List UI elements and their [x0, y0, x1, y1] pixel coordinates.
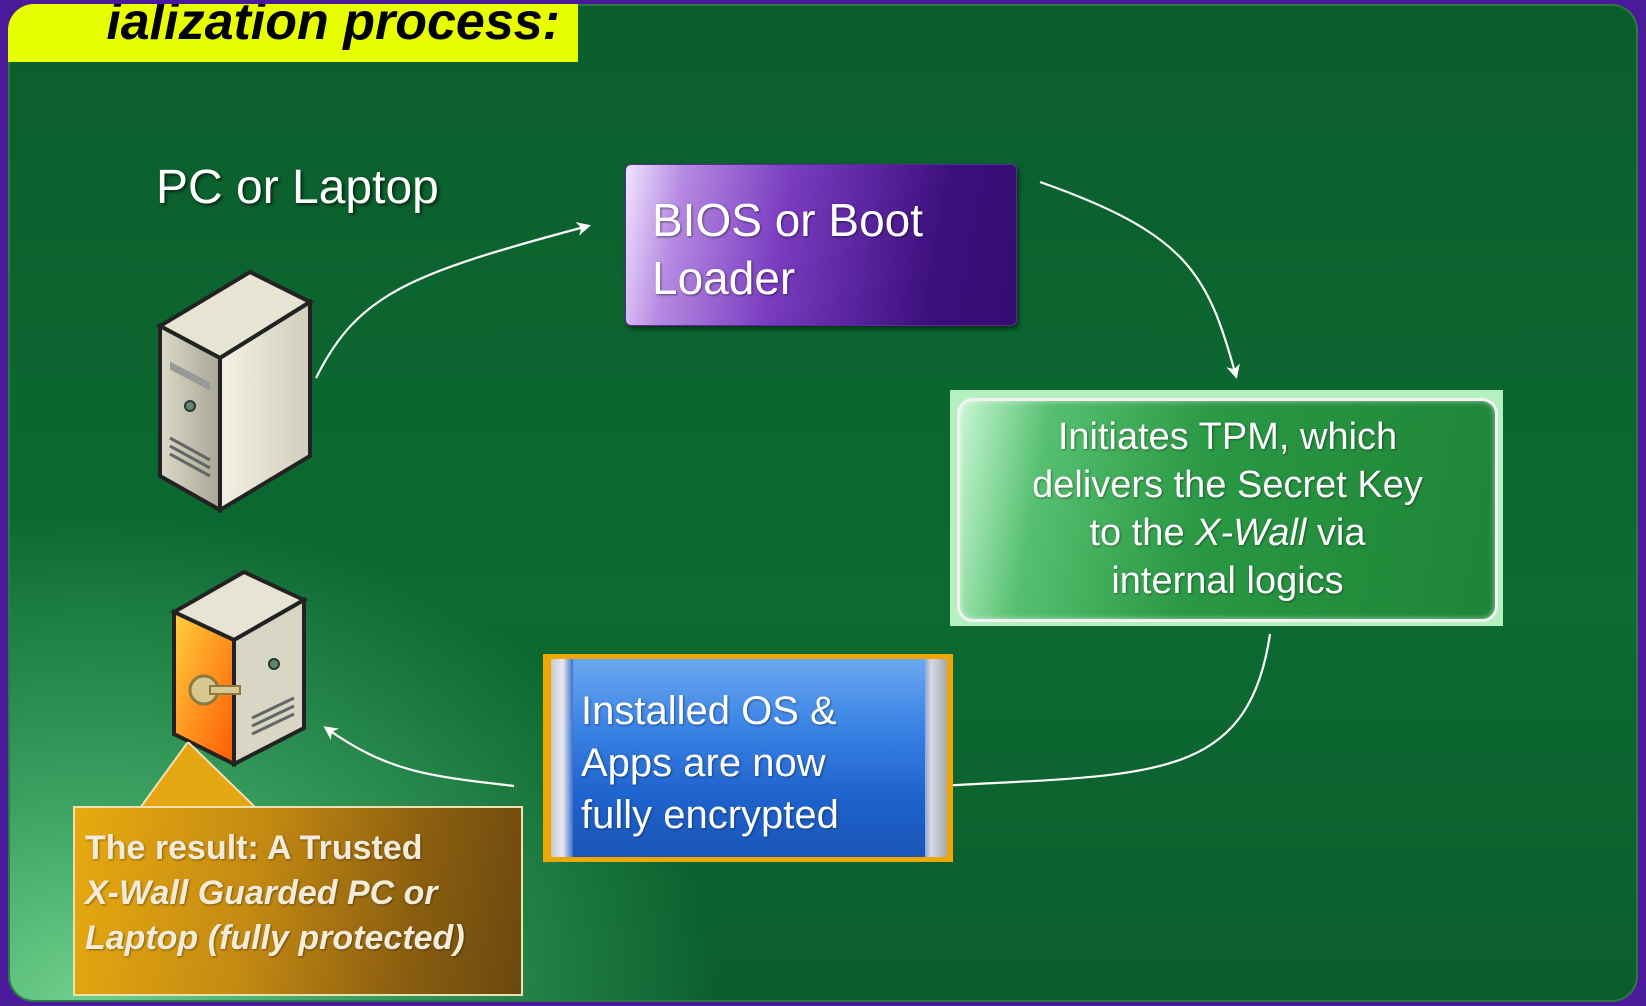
slide-canvas: ialization process: PC or Laptop	[8, 4, 1638, 1002]
result-callout-pointer	[138, 742, 258, 809]
tpm-line-3-post: via	[1306, 512, 1366, 554]
tpm-line-3: to the X-Wall via	[960, 509, 1495, 557]
bios-line-1: BIOS or Boot	[652, 194, 924, 246]
slide-title: ialization process:	[106, 4, 560, 51]
result-line-1: The result: A Trusted	[85, 829, 423, 867]
os-line-2: Apps are now	[581, 741, 826, 785]
tpm-line-3-pre: to the	[1089, 512, 1196, 554]
tpm-line-1: Initiates TPM, which	[1057, 416, 1398, 458]
encrypted-computer-key-icon	[169, 569, 309, 768]
tpm-text: Initiates TPM, which delivers the Secret…	[960, 413, 1495, 605]
arrow-os-to-result	[323, 726, 515, 788]
arrow-pc-to-bios	[315, 222, 591, 379]
os-box: Installed OS & Apps are now fully encryp…	[551, 659, 947, 857]
result-line-3: Laptop (fully protected)	[85, 919, 465, 957]
tpm-line-3-xwall: X-Wall	[1195, 512, 1307, 554]
tpm-box: Initiates TPM, which delivers the Secret…	[957, 398, 1498, 622]
pc-label: PC or Laptop	[156, 161, 439, 214]
result-callout: The result: A Trusted X-Wall Guarded PC …	[73, 806, 523, 996]
os-line-1: Installed OS &	[581, 689, 837, 733]
tpm-box-frame: Initiates TPM, which delivers the Secret…	[950, 390, 1503, 626]
flow-arrows	[315, 180, 1272, 793]
tpm-line-4: internal logics	[1111, 560, 1344, 602]
result-text: The result: A Trusted X-Wall Guarded PC …	[85, 826, 515, 961]
os-box-frame: Installed OS & Apps are now fully encryp…	[543, 654, 953, 862]
os-line-3: fully encrypted	[581, 793, 839, 837]
os-box-panel	[573, 659, 925, 857]
bios-text: BIOS or Boot Loader	[652, 191, 1002, 307]
os-text: Installed OS & Apps are now fully encryp…	[581, 685, 921, 841]
bios-boot-loader-box: BIOS or Boot Loader	[625, 164, 1017, 326]
tpm-line-2: delivers the Secret Key	[1032, 464, 1423, 506]
computer-tower-icon	[156, 269, 315, 514]
arrow-tpm-to-os	[935, 633, 1272, 793]
title-banner: ialization process:	[8, 4, 578, 62]
result-line-2: X-Wall Guarded PC or	[85, 874, 438, 912]
arrow-bios-to-tpm	[1039, 180, 1240, 379]
bios-line-2: Loader	[652, 252, 796, 304]
